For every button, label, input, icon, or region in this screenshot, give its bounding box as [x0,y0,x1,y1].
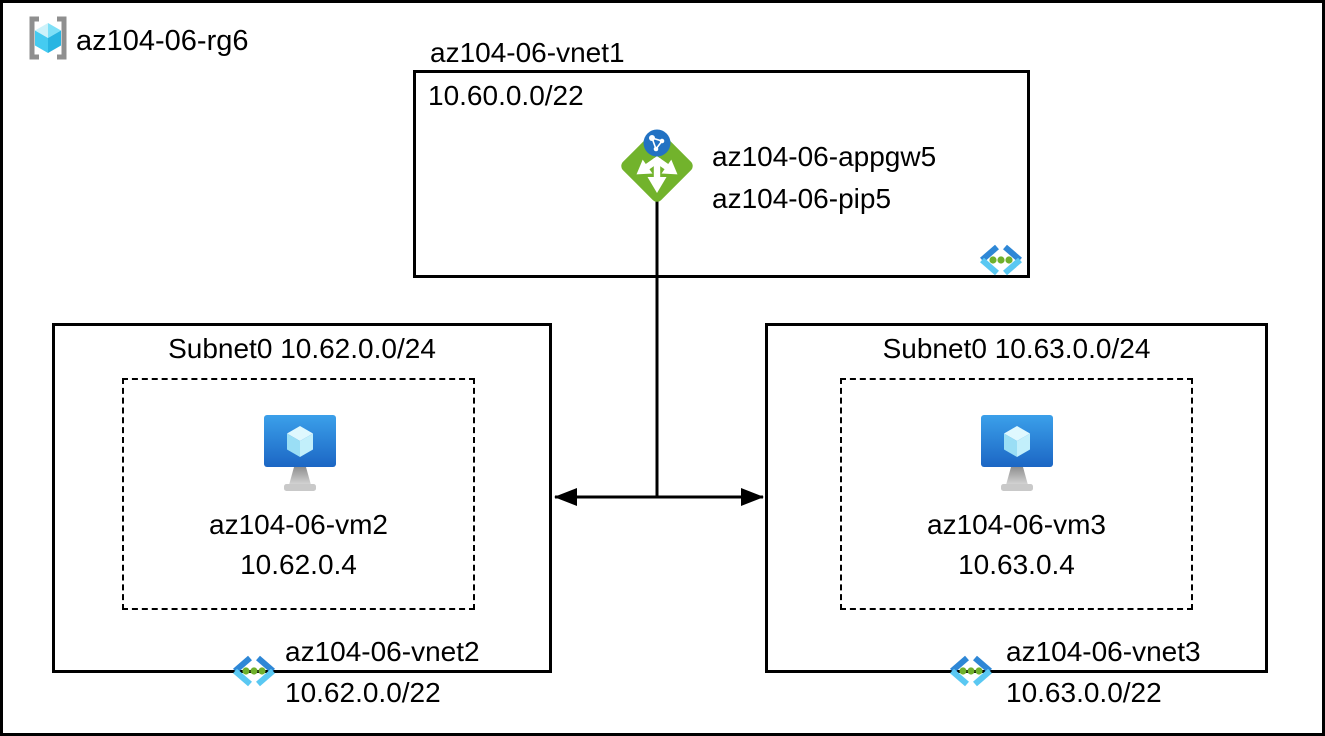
resource-group-label: az104-06-rg6 [76,25,249,57]
vnet1-cidr: 10.60.0.0/22 [428,80,584,111]
pip-label: az104-06-pip5 [712,183,892,214]
virtual-network-peering-icon [233,655,275,687]
virtual-network-peering-icon [950,655,992,687]
vnet2-name: az104-06-vnet2 [285,636,480,667]
virtual-machine-icon [264,415,336,491]
application-gateway-icon [621,129,693,202]
vnet2-cidr: 10.62.0.0/22 [285,677,441,708]
subnet0-left-header: Subnet0 10.62.0.0/24 [168,333,436,364]
vm-boundary-right [840,378,1193,610]
vnet3-cidr: 10.63.0.0/22 [1006,677,1162,708]
virtual-network-peering-icon [980,244,1022,276]
vm-ip-right: 10.63.0.4 [958,549,1075,580]
appgw-label: az104-06-appgw5 [712,141,937,172]
vm-ip-left: 10.62.0.4 [240,549,357,580]
resource-group-icon [29,16,67,60]
subnet0-right-header: Subnet0 10.63.0.0/24 [882,333,1151,364]
subnet0-left-box [52,323,552,673]
vm-name-right: az104-06-vm3 [927,509,1106,540]
vnet1-box [413,70,1030,278]
subnet0-right-box [765,323,1268,673]
vnet3-name: az104-06-vnet3 [1006,636,1201,667]
vm-name-left: az104-06-vm2 [209,509,388,540]
vm-boundary-left [122,378,475,610]
virtual-machine-icon [981,415,1053,491]
vnet1-title: az104-06-vnet1 [430,37,625,68]
